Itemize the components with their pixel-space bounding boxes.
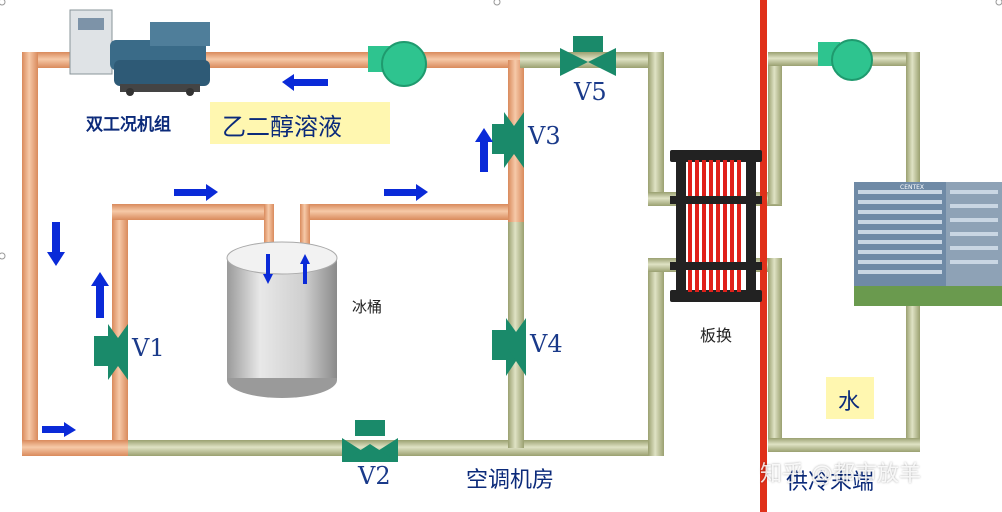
building-sign: CENTEX: [900, 184, 924, 191]
arrow-right-icon: [384, 184, 428, 201]
valve-v4[interactable]: [492, 318, 526, 376]
ice-tank-label: 冰桶: [352, 298, 383, 316]
arrow-up-icon: [475, 128, 493, 172]
arrow-up-icon: [91, 272, 109, 318]
valve-v1-label: V1: [132, 334, 165, 362]
valve-v2-label: V2: [358, 462, 391, 490]
boundary-line: [760, 0, 767, 512]
machine-room-label: 空调机房: [466, 468, 555, 493]
ice-tank: [226, 241, 338, 398]
arrow-right-icon: [42, 422, 76, 437]
terminal-label: 供冷末端: [786, 470, 875, 495]
secondary-pump: [818, 39, 873, 81]
arrow-right-icon: [174, 184, 218, 201]
glycol-label-box: [210, 102, 390, 144]
glycol-label: 乙二醇溶液: [222, 113, 342, 141]
valve-v3-label: V3: [528, 122, 561, 150]
building-image: CENTEX: [854, 182, 1002, 306]
watermark: 知乎 @都市放羊: [760, 462, 921, 487]
valve-v1[interactable]: [94, 324, 128, 380]
valve-v2[interactable]: [342, 420, 398, 462]
arrow-up-icon: [300, 254, 310, 284]
valve-v5[interactable]: [560, 36, 616, 76]
plate-hx-label: 板换: [700, 326, 733, 345]
water-label-box: [826, 377, 874, 419]
valve-v3[interactable]: [492, 112, 524, 168]
valve-v5-label: V5: [574, 78, 607, 106]
flow-arrows: [42, 74, 493, 437]
chiller-label: 双工况机组: [86, 115, 171, 135]
arrow-left-icon: [282, 74, 328, 91]
plate-heat-exchanger: [670, 150, 762, 302]
glycol-pump: [368, 41, 427, 87]
valve-v4-label: V4: [530, 330, 563, 358]
arrow-down-icon: [47, 222, 65, 266]
water-label: 水: [838, 390, 861, 415]
chiller-unit-image: [69, 9, 210, 96]
arrow-down-icon: [263, 254, 273, 284]
